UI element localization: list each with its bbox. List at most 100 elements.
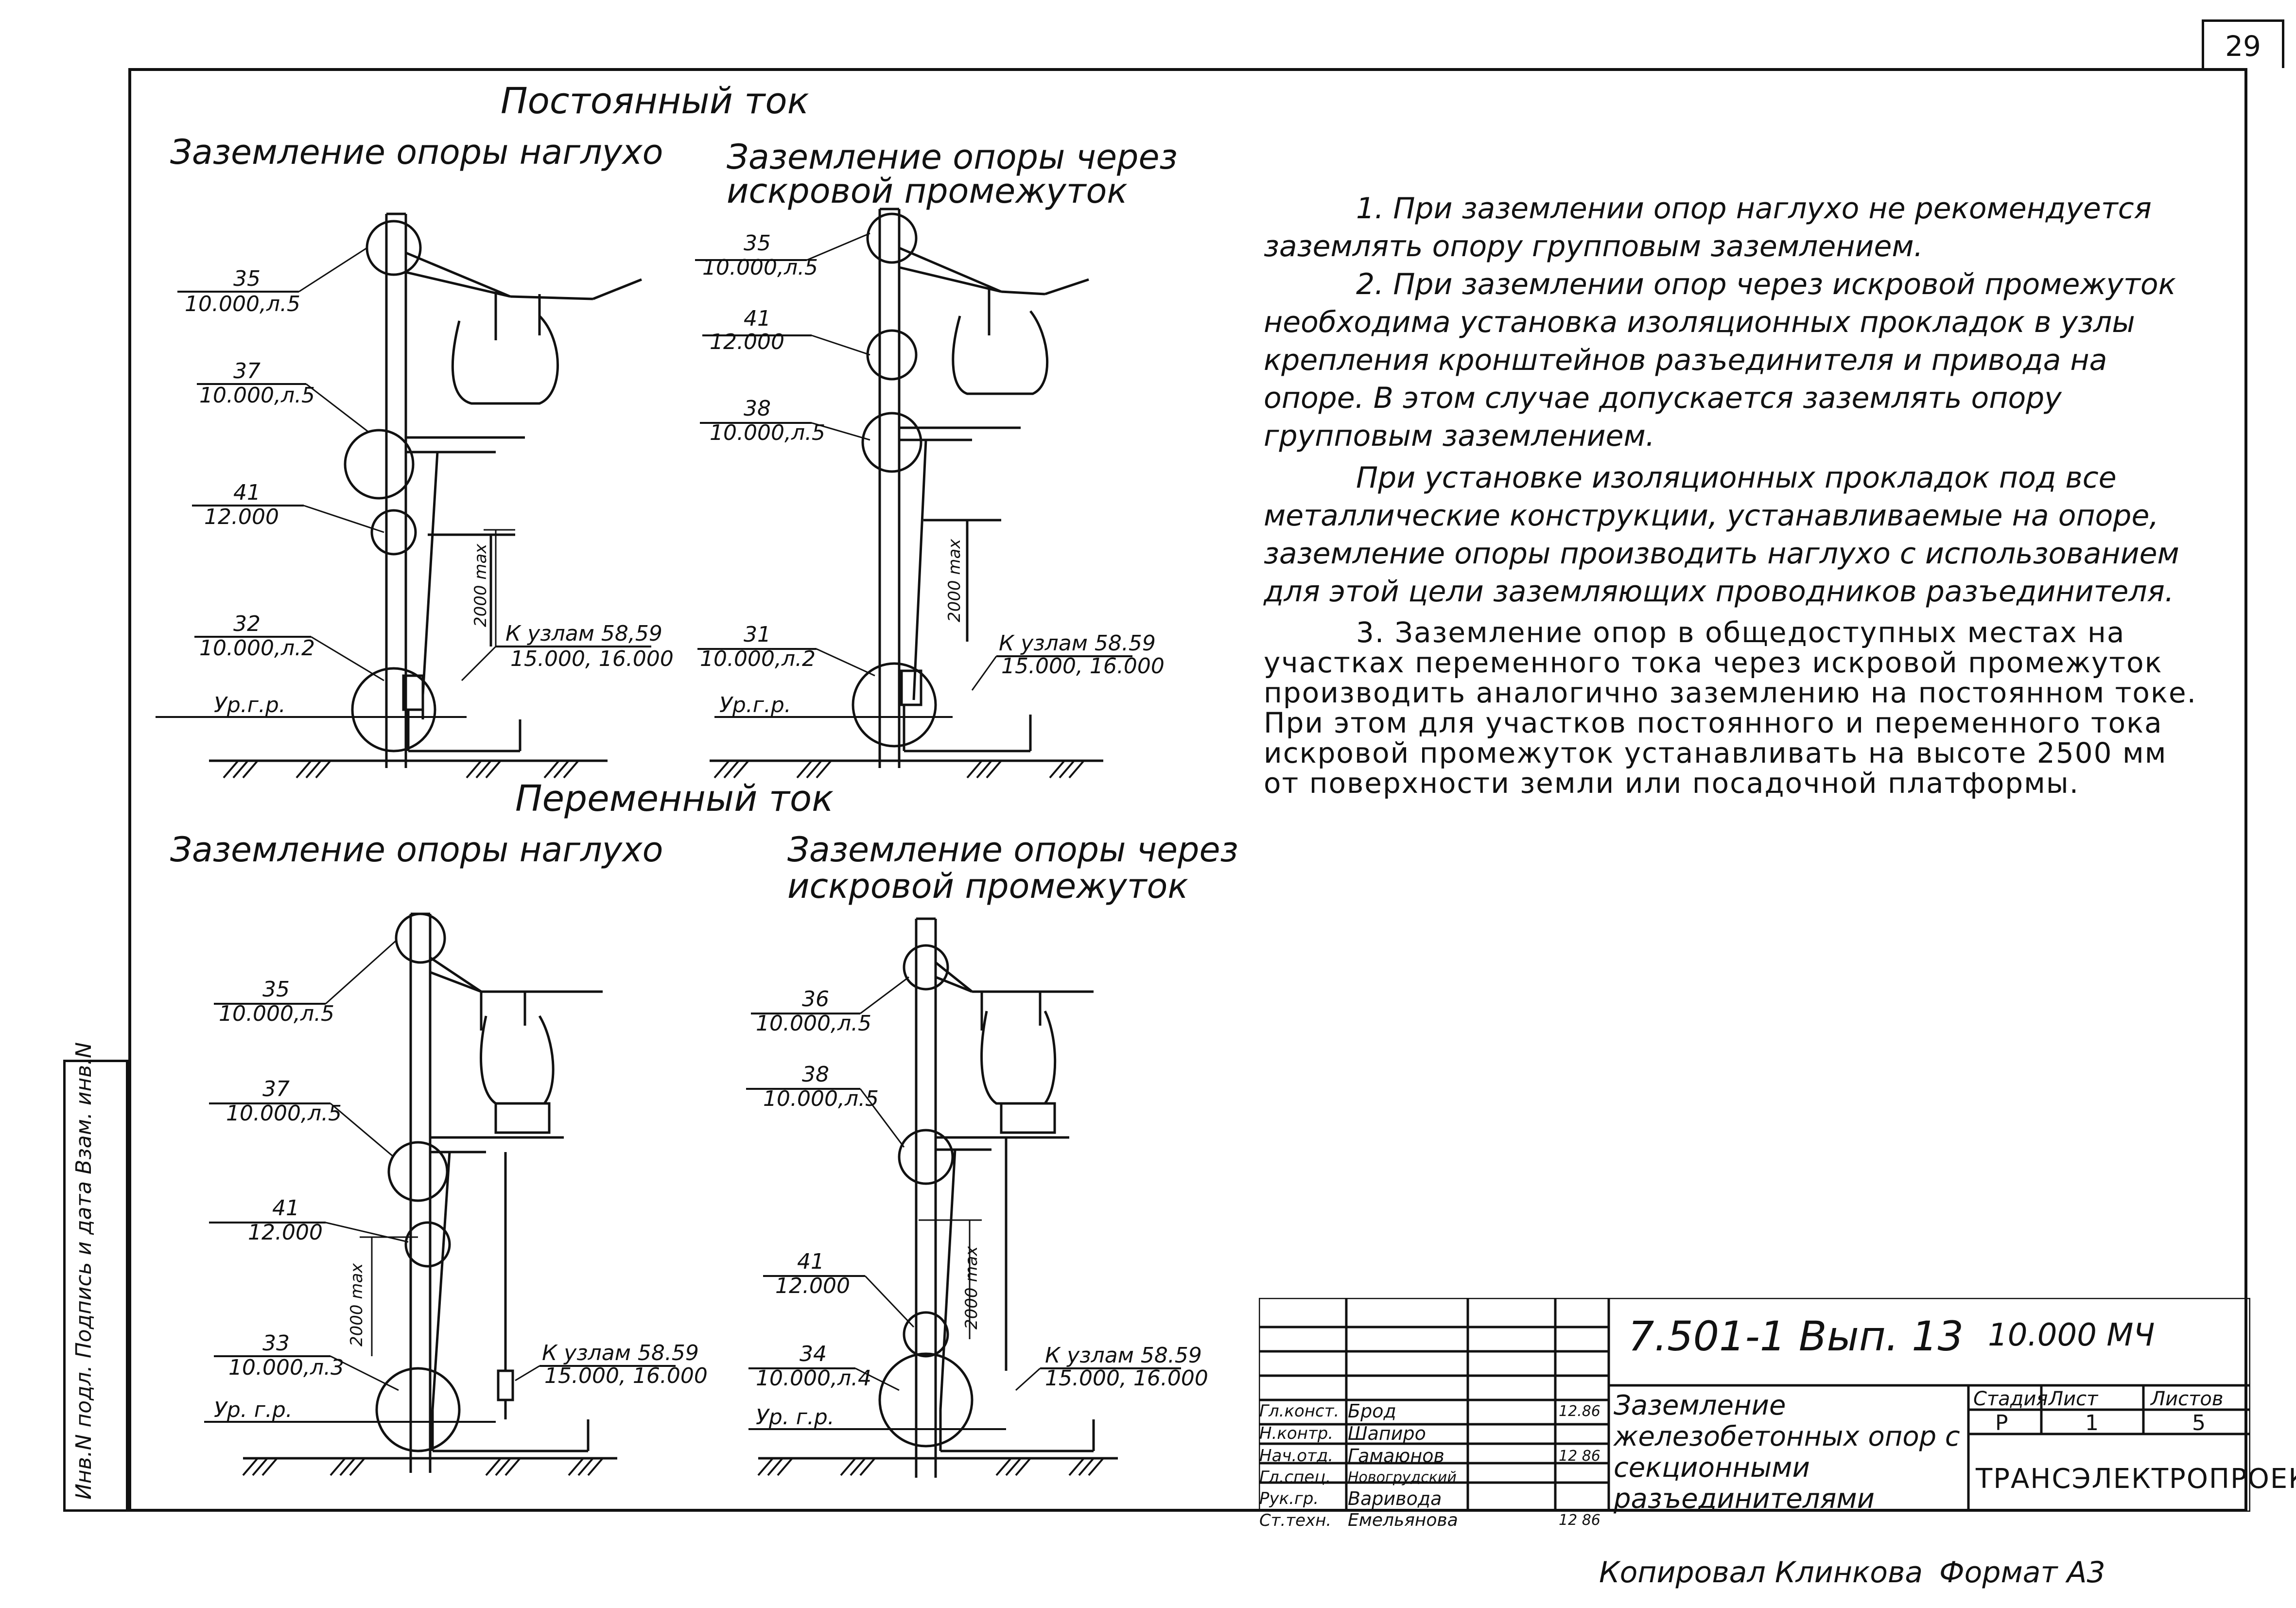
ac-left-label-2-ref: 10.000,л.5 <box>226 1101 342 1126</box>
caption-dc-right-line1: Заземление опоры через <box>727 137 1178 177</box>
caption-dc-right-line2: искровой промежуток <box>727 171 1128 211</box>
ac-left-label-3-num: 41 <box>272 1196 299 1221</box>
ac-left-ground: Ур. г.р. <box>214 1398 293 1422</box>
sign-name: Гамаюнов <box>1348 1445 1444 1467</box>
diagram-ac-left <box>204 912 676 1473</box>
dc-left-label-1-ref: 10.000,л.5 <box>185 292 300 316</box>
ac-left-label-3-ref: 12.000 <box>248 1220 323 1245</box>
diagram-dc-left <box>156 212 651 768</box>
sign-role: Нач.отд. <box>1259 1446 1334 1466</box>
ac-left-node-ref-2: 15.000, 16.000 <box>544 1363 708 1388</box>
ac-right-label-2-num: 38 <box>802 1062 829 1087</box>
document-code: 7.501-1 Вып. 13 <box>1628 1312 1964 1360</box>
sign-name: Брод <box>1348 1400 1396 1422</box>
section-title-ac: Переменный ток <box>515 778 834 820</box>
sign-role: Ст.техн. <box>1259 1510 1332 1530</box>
sign-row: Гл.конст. Брод 12.86 <box>1259 1400 1613 1422</box>
section-title-dc: Постоянный ток <box>501 80 809 122</box>
signatures-table: Гл.конст. Брод 12.86 Н.контр. Шапиро Нач… <box>1259 1400 1613 1531</box>
ac-left-label-4-ref: 10.000,л.3 <box>228 1355 344 1380</box>
organization-name: ТРАНСЭЛЕКТРОПРОЕКТ <box>1976 1463 2296 1495</box>
dimension-lines <box>360 519 991 1356</box>
sign-date <box>1558 1422 1613 1445</box>
ac-right-label-3-num: 41 <box>797 1249 824 1274</box>
ac-right-node-ref-1: К узлам 58.59 <box>1045 1343 1202 1368</box>
dc-left-node-ref-1: К узлам 58,59 <box>505 621 662 646</box>
sign-name: Емельянова <box>1348 1510 1458 1530</box>
ac-right-node-ref-2: 15.000, 16.000 <box>1045 1366 1208 1391</box>
dc-right-label-4-ref: 10.000,л.2 <box>700 647 816 671</box>
sign-date: 12 86 <box>1559 1447 1600 1465</box>
footer-copied-by: Копировал Клинкова <box>1599 1556 1923 1590</box>
sign-date <box>1558 1487 1613 1510</box>
ac-right-label-4-num: 34 <box>800 1342 827 1366</box>
sheets-header: Листов <box>2151 1388 2224 1410</box>
dc-right-label-1-num: 35 <box>744 231 771 256</box>
dc-left-label-4-ref: 10.000,л.2 <box>199 636 315 661</box>
sheets-value: 5 <box>2192 1411 2206 1435</box>
document-title: Заземление железобетонных опор с секцион… <box>1614 1390 1960 1515</box>
diagram-dc-right <box>695 208 1132 768</box>
diagram-ac-right <box>746 917 1181 1478</box>
ac-left-node-ref-1: К узлам 58.59 <box>542 1341 699 1365</box>
ac-right-label-2-ref: 10.000,л.5 <box>763 1086 879 1111</box>
dc-left-label-1-num: 35 <box>233 266 261 291</box>
sign-row: Рук.гр. Варивода <box>1259 1487 1613 1510</box>
dc-left-label-2-num: 37 <box>233 359 261 384</box>
sign-date: 12 86 <box>1559 1512 1600 1529</box>
ac-right-label-1-num: 36 <box>802 987 829 1012</box>
stage-header: Стадия <box>1973 1388 2048 1410</box>
dc-right-label-4-num: 31 <box>744 622 771 647</box>
dc-left-ground: Ур.г.р. <box>214 693 286 717</box>
dc-right-dim: 2000 max <box>945 539 964 622</box>
note-2b: При установке изоляционных прокладок под… <box>1264 461 2179 609</box>
dc-left-label-3-num: 41 <box>233 480 261 505</box>
dc-right-node-ref-1: К узлам 58.59 <box>999 631 1156 656</box>
sign-role: Гл.спец. <box>1259 1468 1331 1487</box>
note-1: 1. При заземлении опор наглухо не рекоме… <box>1264 192 2152 263</box>
caption-ac-right-line2: искровой промежуток <box>787 866 1188 906</box>
left-approval-strip: Инв.N подл. Подпись и дата Взам. инв.N <box>63 1042 128 1512</box>
ac-left-label-4-num: 33 <box>262 1331 290 1356</box>
document-designation: 10.000 МЧ <box>1988 1317 2155 1353</box>
dc-left-label-2-ref: 10.000,л.5 <box>199 383 315 408</box>
sign-name: Новогрудский <box>1348 1468 1457 1486</box>
dc-right-ground: Ур.г.р. <box>719 693 791 717</box>
sheet-value: 1 <box>2085 1411 2099 1435</box>
stage-value: Р <box>1995 1411 2008 1435</box>
sign-name: Варивода <box>1348 1488 1442 1509</box>
note-2: 2. При заземлении опор через искровой пр… <box>1264 267 2176 453</box>
dc-left-node-ref-2: 15.000, 16.000 <box>510 647 674 671</box>
sign-role: Гл.конст. <box>1259 1401 1339 1421</box>
sign-name: Шапиро <box>1348 1423 1426 1444</box>
dc-left-dim: 2000 max <box>471 543 490 627</box>
ac-left-label-2-num: 37 <box>262 1077 290 1101</box>
dc-right-label-2-num: 41 <box>744 306 771 331</box>
sheet-number: 29 <box>2202 19 2284 68</box>
sign-date <box>1558 1467 1613 1487</box>
title-block: Гл.конст. Брод 12.86 Н.контр. Шапиро Нач… <box>1259 1298 2296 1530</box>
caption-ac-right-line1: Заземление опоры через <box>787 830 1238 870</box>
dc-right-node-ref-2: 15.000, 16.000 <box>1001 654 1165 679</box>
sign-row: Нач.отд. Гамаюнов 12 86 <box>1259 1445 1613 1467</box>
sign-row: Н.контр. Шапиро <box>1259 1422 1613 1445</box>
drawing-frame <box>128 68 2247 1512</box>
dc-right-label-1-ref: 10.000,л.5 <box>702 255 818 280</box>
dc-left-label-4-num: 32 <box>233 612 261 636</box>
sign-role: Рук.гр. <box>1259 1489 1319 1508</box>
dc-right-label-3-ref: 10.000,л.5 <box>710 420 825 445</box>
ac-right-label-1-ref: 10.000,л.5 <box>756 1011 871 1036</box>
notes-block: 1. При заземлении опор наглухо не рекоме… <box>1264 190 2211 798</box>
ac-right-label-3-ref: 12.000 <box>775 1274 850 1298</box>
sheet-header: Лист <box>2049 1388 2098 1410</box>
ac-right-ground: Ур. г.р. <box>756 1405 835 1430</box>
ground-hatching <box>223 760 1104 1476</box>
caption-dc-left: Заземление опоры наглухо <box>170 132 663 172</box>
ac-left-label-1-ref: 10.000,л.5 <box>219 1001 334 1026</box>
ac-right-dim: 2000 max <box>962 1246 981 1329</box>
sign-row: Ст.техн. Емельянова 12 86 <box>1259 1510 1613 1531</box>
ac-left-dim: 2000 max <box>347 1263 366 1346</box>
ac-right-label-4-ref: 10.000,л.4 <box>756 1366 871 1391</box>
ac-left-label-1-num: 35 <box>262 977 290 1002</box>
sign-date: 12.86 <box>1559 1402 1600 1420</box>
